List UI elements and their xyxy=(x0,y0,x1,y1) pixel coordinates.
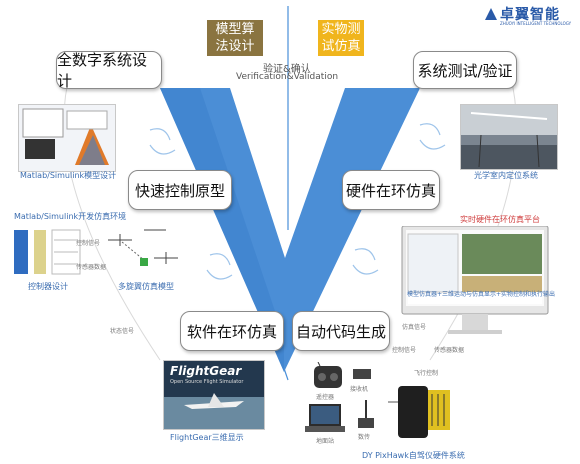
minor-label: 仿真信号 xyxy=(402,324,427,331)
tag-line: 实物测 xyxy=(321,22,361,37)
logo-mark-icon xyxy=(485,8,497,20)
caption-optical-lab: 光学室内定位系统 xyxy=(474,171,538,180)
caption-pixhawk: DY PixHawk自驾仪硬件系统 xyxy=(362,451,465,460)
caption-receiver: 接收机 xyxy=(350,386,369,393)
caption-monitor: 模型仿真器+三维运动与仿真显示+实物控制和执行输出 xyxy=(407,291,556,298)
tag-line: 模型算 xyxy=(215,22,255,37)
box-hil: 硬件在环仿真 xyxy=(342,170,440,210)
tag-line: 试仿真 xyxy=(321,39,361,54)
caption-flightgear: FlightGear三维显示 xyxy=(170,433,244,442)
caption-laptop: 地面站 xyxy=(316,438,335,445)
multirotor-graphic xyxy=(104,224,188,276)
tag-model-algorithm: 模型算 法设计 xyxy=(207,20,263,56)
caption-controller: 控制器设计 xyxy=(28,282,68,291)
flightgear-subtitle: Open Source Flight Simulator xyxy=(170,379,244,385)
logo-subtitle: ZHUOYI INTELLIGENT TECHNOLOGY xyxy=(500,21,572,26)
matlab-model-image xyxy=(18,104,116,172)
caption-matlab-model: Matlab/Simulink模型设计 xyxy=(20,171,117,180)
flightgear-image: FlightGear Open Source Flight Simulator xyxy=(163,360,265,430)
minor-label: 控制信号 xyxy=(76,240,101,247)
tag-physical-test: 实物测 试仿真 xyxy=(318,20,364,56)
company-logo: 卓翼智能 ZHUOYI INTELLIGENT TECHNOLOGY xyxy=(484,4,578,30)
laptop-icon xyxy=(305,404,345,432)
minor-label: 控制信号 xyxy=(392,347,417,354)
minor-label: 状态信号 xyxy=(110,328,135,335)
caption-matlab-env: Matlab/Simulink开发仿真环境 xyxy=(14,212,127,221)
tag-line: 法设计 xyxy=(215,39,255,54)
box-autocode: 自动代码生成 xyxy=(292,311,390,351)
box-rapid-prototype: 快速控制原型 xyxy=(128,170,232,210)
pixhawk-icon xyxy=(388,386,450,438)
caption-multirotor: 多旋翼仿真模型 xyxy=(118,282,174,291)
caption-remote: 遥控器 xyxy=(316,394,335,401)
box-system-test: 系统测试/验证 xyxy=(413,51,517,89)
box-sil: 软件在环仿真 xyxy=(180,311,284,351)
optical-lab-image xyxy=(460,104,558,170)
receiver-icon xyxy=(353,369,371,379)
v-fill-left xyxy=(160,88,420,372)
flightgear-logo: FlightGear xyxy=(170,364,242,378)
caption-telemetry: 数传 xyxy=(358,434,371,441)
matlab-graphic xyxy=(22,108,109,165)
minor-label: 飞行控制 xyxy=(414,370,439,377)
logo-name: 卓翼智能 xyxy=(500,7,560,23)
verify-zh: 验证&确认 xyxy=(263,64,311,75)
controller-graphic xyxy=(14,228,84,276)
box-full-digital-design: 全数字系统设计 xyxy=(56,51,162,90)
minor-label: 传感器数据 xyxy=(434,347,465,354)
remote-controller-icon xyxy=(314,362,342,388)
telemetry-icon xyxy=(358,400,374,428)
caption-hil-platform: 实时硬件在环仿真平台 xyxy=(460,215,540,224)
minor-label: 传感器数据 xyxy=(76,264,107,271)
hil-monitor xyxy=(400,225,550,338)
verify-en: Verification&Validation xyxy=(236,72,339,82)
